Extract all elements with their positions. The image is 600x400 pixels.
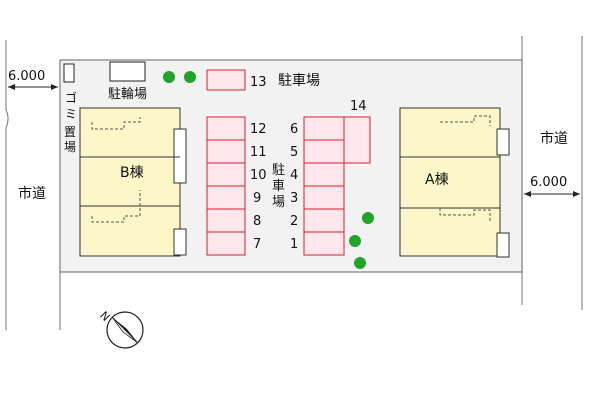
parking-space-2 — [303, 208, 345, 233]
garbage-char-2: ミ — [65, 107, 77, 121]
parking-space-13 — [206, 69, 246, 91]
parking-space-7 — [206, 231, 246, 256]
parking-number-6: 6 — [290, 122, 298, 137]
parking-number-1: 1 — [290, 237, 298, 252]
parking-number-7: 7 — [253, 237, 261, 252]
parking-number-5: 5 — [290, 145, 298, 160]
parking-space-3 — [303, 185, 345, 210]
parking-number-14: 14 — [350, 99, 367, 114]
parking-13-label: 駐車場 — [278, 72, 320, 89]
garbage-char-3: 置 — [64, 125, 76, 139]
road-width-right: 6.000 — [530, 175, 567, 190]
building-a — [399, 107, 510, 258]
left-road-edge — [5, 40, 9, 330]
parking-number-8: 8 — [253, 214, 261, 229]
parking-column-right — [303, 116, 371, 256]
parking-number-3: 3 — [290, 191, 298, 206]
tree-icon — [362, 212, 374, 224]
city-road-right: 市道 — [540, 130, 568, 147]
parking-number-4: 4 — [290, 168, 298, 183]
parking-space-1 — [303, 231, 345, 256]
parking-lot-char-2: 車 — [272, 179, 285, 194]
tree-icon — [163, 71, 175, 83]
tree-icon — [354, 257, 366, 269]
compass-icon: N — [97, 309, 144, 349]
parking-space-8 — [206, 208, 246, 233]
parking-space-11 — [206, 139, 246, 164]
parking-lot-char-3: 場 — [272, 195, 285, 210]
tree-icon — [184, 71, 196, 83]
parking-space-9 — [206, 185, 246, 210]
parking-number-12: 12 — [250, 122, 267, 137]
bicycle-parking-label: 駐輪場 — [108, 86, 147, 102]
parking-number-11: 11 — [250, 145, 267, 160]
tree-icon — [349, 235, 361, 247]
building-a-label: A棟 — [425, 172, 449, 188]
parking-space-6 — [303, 116, 345, 141]
parking-space-14 — [343, 116, 371, 164]
parking-space-4 — [303, 162, 345, 187]
parking-number-2: 2 — [290, 214, 298, 229]
building-b — [79, 107, 187, 257]
parking-number-10: 10 — [250, 168, 267, 183]
parking-space-5 — [303, 139, 345, 164]
garbage-area-box — [63, 63, 75, 83]
parking-space-12 — [206, 116, 246, 141]
garbage-char-4: 場 — [64, 140, 76, 154]
parking-number-9: 9 — [253, 191, 261, 206]
garbage-char-1: ゴ — [65, 90, 77, 105]
bicycle-parking-box — [109, 61, 146, 82]
building-b-label: B棟 — [120, 165, 144, 181]
city-road-left: 市道 — [18, 185, 46, 202]
road-width-left: 6.000 — [8, 69, 45, 84]
parking-number-13: 13 — [250, 75, 267, 90]
parking-column-left — [206, 116, 246, 256]
parking-lot-char-1: 駐 — [272, 163, 285, 178]
parking-space-10 — [206, 162, 246, 187]
